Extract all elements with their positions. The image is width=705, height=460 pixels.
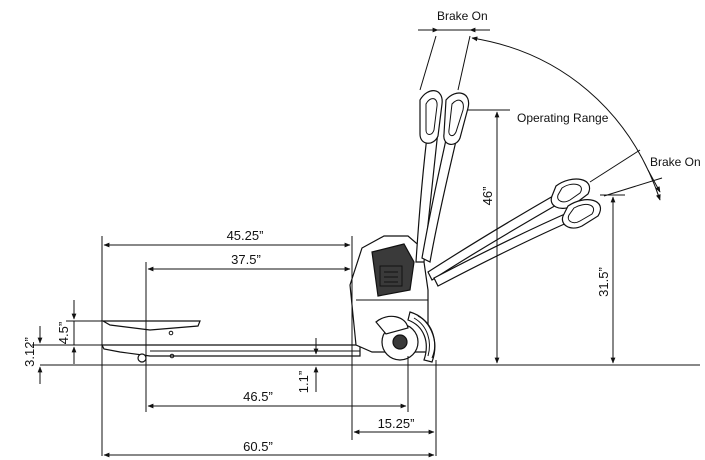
- fork-pin: [169, 353, 175, 359]
- brake-on-right-label: Brake On: [650, 155, 701, 169]
- fork-raised-pin: [168, 330, 174, 336]
- dim-fork-length-top: 37.5”: [145, 252, 351, 412]
- drive-wheel-hub: [392, 334, 408, 350]
- dim-45-25-label: 45.25”: [227, 228, 264, 243]
- fork-raised: [100, 320, 201, 331]
- operating-range-arc: [471, 36, 661, 201]
- handle-base-cap: [375, 315, 409, 335]
- dim-37-5-label: 37.5”: [231, 252, 261, 267]
- dim-46-label: 46”: [480, 187, 495, 206]
- operating-range: Brake On Operating Range Brake On: [418, 9, 701, 201]
- dim-overall-length: 45.25”: [101, 228, 353, 456]
- dim-fork-length-bottom: 46.5”: [147, 356, 409, 412]
- dim-15-25-label: 15.25”: [378, 416, 415, 431]
- tiller-arm-lowered-2: [433, 209, 579, 287]
- battery-compartment: [371, 243, 415, 297]
- dim-handle-height-lowered: 31.5”: [596, 194, 625, 364]
- tiller-grip-upright-2: [448, 99, 464, 137]
- brake-extension-line-3: [589, 149, 641, 183]
- dim-60-5-label: 60.5”: [243, 439, 273, 454]
- fork-assembly: [100, 320, 361, 363]
- brake-extension-line-2: [457, 35, 471, 91]
- dim-46-5-label: 46.5”: [243, 389, 273, 404]
- dim-lift-height: 4.5”: [56, 300, 104, 364]
- dim-overall-fork-height: 3.12”: [22, 326, 104, 384]
- brake-extension-line-1: [419, 35, 437, 91]
- dim-4-5-label: 4.5”: [56, 322, 71, 344]
- dim-3-12-label: 3.12”: [22, 337, 37, 367]
- dim-1-1-label: 1.1”: [296, 371, 311, 393]
- dim-31-5-label: 31.5”: [596, 267, 611, 297]
- tiller-head-upright-2: [443, 92, 470, 145]
- wheel-guard-line: [417, 315, 436, 359]
- wheel-guard-line: [413, 317, 430, 357]
- tiller-grip-upright-1: [425, 98, 438, 135]
- brake-extension-line-4: [603, 177, 663, 197]
- operating-range-label: Operating Range: [517, 111, 609, 125]
- fork-roller: [137, 353, 147, 363]
- brake-right-arrow: [647, 169, 661, 193]
- brake-on-top-label: Brake On: [437, 9, 488, 23]
- dim-fork-lowered-height: 1.1”: [296, 338, 330, 393]
- dim-handle-height-upright: 46”: [468, 109, 510, 364]
- tiller-grip-lowered-2: [567, 203, 594, 224]
- dim-total-length: 60.5”: [103, 439, 435, 458]
- dim-rear-length: 15.25”: [353, 360, 437, 456]
- truck-chassis: [349, 235, 436, 363]
- control-panel: [379, 265, 403, 287]
